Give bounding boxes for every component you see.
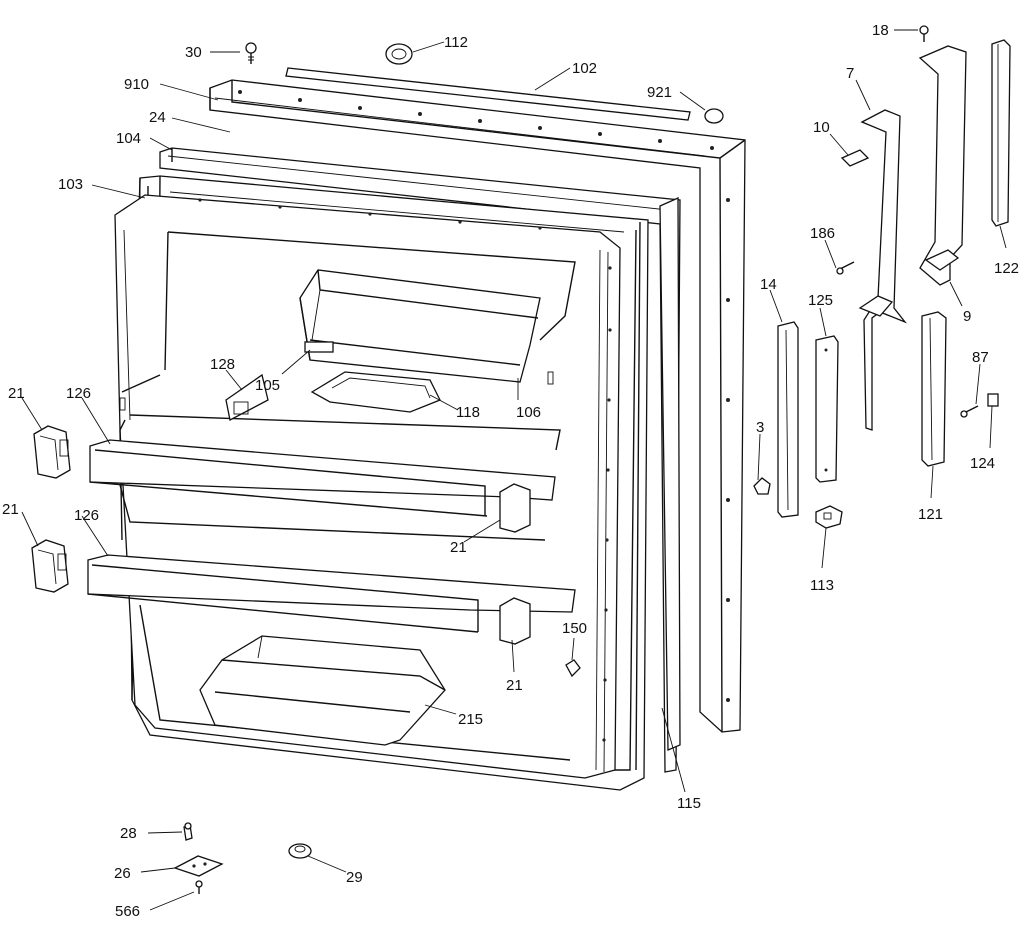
callout-103: 103 [58, 176, 83, 193]
callout-910: 910 [124, 76, 149, 93]
shelf-end-cap-upper-right [499, 483, 531, 533]
callout-29: 29 [346, 869, 363, 886]
callout-186: 186 [810, 225, 835, 242]
callout-30: 30 [185, 44, 202, 61]
pin-28 [183, 822, 193, 841]
door-bin [199, 635, 446, 746]
callout-125: 125 [808, 292, 833, 309]
lower-door-shelf [87, 554, 576, 633]
callout-126-upper: 126 [66, 385, 91, 402]
door-liner-frame [159, 147, 681, 773]
shelf-end-cap-upper-left [33, 425, 71, 479]
callout-7: 7 [846, 65, 854, 82]
callout-122: 122 [994, 260, 1019, 277]
bracket-121 [921, 311, 947, 467]
outer-door-panel [209, 79, 746, 733]
callout-18: 18 [872, 22, 889, 39]
callout-21-lower-left: 21 [2, 501, 19, 518]
shelf-end-cap-lower-left [31, 539, 69, 593]
screw-18 [919, 25, 929, 42]
callout-121: 121 [918, 506, 943, 523]
callout-118: 118 [456, 404, 480, 421]
callout-128: 128 [210, 356, 235, 373]
callout-106: 106 [516, 404, 541, 421]
strip-125 [815, 335, 839, 483]
callout-126-lower: 126 [74, 507, 99, 524]
upper-door-shelf [89, 439, 556, 541]
callout-21-lower-right: 21 [506, 677, 523, 694]
callout-102: 102 [572, 60, 597, 77]
leader-lines [21, 29, 1007, 911]
callout-26: 26 [114, 865, 131, 882]
shelf-end-cap-lower-right [499, 597, 531, 645]
hinge-9 [918, 45, 967, 286]
callout-113: 113 [810, 577, 834, 594]
callout-150: 150 [562, 620, 587, 637]
callout-112: 112 [444, 34, 468, 51]
callout-124: 124 [970, 455, 995, 472]
plug-921 [704, 108, 724, 124]
rail-122 [991, 39, 1011, 227]
cam-3 [753, 477, 771, 495]
clip-10 [840, 149, 870, 167]
callout-104: 104 [116, 130, 141, 147]
callout-21-upper-right: 21 [450, 539, 467, 556]
callout-14: 14 [760, 276, 777, 293]
butter-compartment [299, 269, 541, 383]
callout-115: 115 [677, 795, 701, 812]
callout-10: 10 [813, 119, 830, 136]
strip-14 [777, 321, 799, 518]
callout-3: 3 [756, 419, 764, 436]
grommet-29 [288, 843, 312, 859]
callout-labels: 30 112 102 910 921 24 104 103 18 7 10 18… [2, 22, 1019, 920]
callout-24: 24 [149, 109, 166, 126]
top-trim-strip [285, 67, 691, 121]
callout-921: 921 [647, 84, 672, 101]
callout-9: 9 [963, 308, 971, 325]
callout-105: 105 [255, 377, 280, 394]
callout-87: 87 [972, 349, 989, 366]
screw-150 [565, 659, 581, 678]
part-124 [987, 393, 999, 407]
door-gasket [659, 197, 681, 751]
plug-112 [385, 43, 413, 65]
part-113 [815, 505, 843, 529]
callout-21-upper-left: 21 [8, 385, 25, 402]
screw-30 [245, 42, 257, 64]
shelf-bracket [225, 373, 269, 421]
callout-566: 566 [115, 903, 140, 920]
callout-215: 215 [458, 711, 483, 728]
callout-28: 28 [120, 825, 137, 842]
screw-566 [195, 880, 203, 894]
hinge-plate-26 [173, 855, 224, 877]
